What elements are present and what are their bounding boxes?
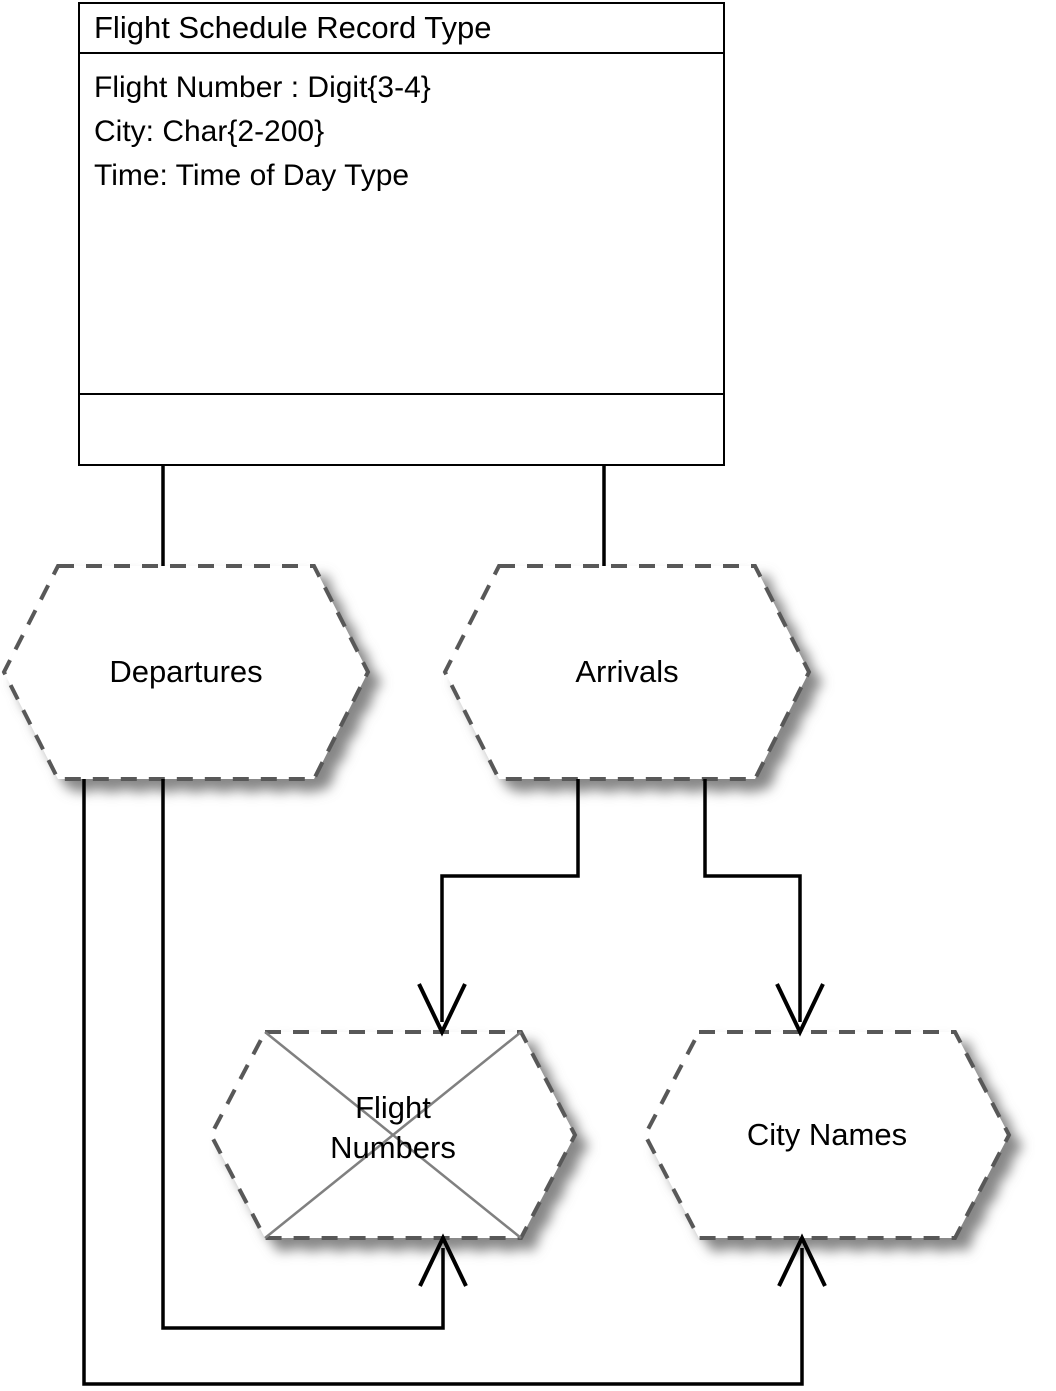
record-attribute-time: Time: Time of Day Type (94, 159, 410, 192)
hexagon-departures-outline (1, 564, 371, 781)
arrowhead-departures-to-city-names (777, 1233, 827, 1287)
record-type-box[interactable]: Flight Schedule Record Type Flight Numbe… (78, 2, 725, 466)
hexagon-flight-numbers[interactable] (208, 1030, 578, 1240)
hexagon-city-names[interactable] (642, 1030, 1012, 1240)
record-attribute-flight-number: Flight Number : Digit{3-4} (94, 71, 431, 104)
arrowhead-arrivals-to-flight-numbers (417, 983, 467, 1037)
arrowhead-arrivals-to-city-names (775, 983, 825, 1037)
record-type-operations-compartment (80, 395, 723, 464)
hexagon-city-names-outline (642, 1030, 1012, 1240)
hexagon-arrivals[interactable] (442, 564, 812, 781)
record-attribute-city: City: Char{2-200} (94, 115, 325, 148)
hexagon-departures[interactable] (1, 564, 371, 781)
edge-arrivals-to-flight-numbers (440, 779, 580, 1022)
hexagon-arrivals-outline (442, 564, 812, 781)
flight-numbers-cross-line-2 (264, 1031, 522, 1239)
edge-departures-to-flight-numbers (161, 779, 445, 1330)
edge-departures-to-city-names (82, 779, 804, 1386)
edge-arrivals-to-city-names (703, 779, 802, 1022)
arrowhead-departures-to-flight-numbers (418, 1233, 468, 1287)
record-type-attributes: Flight Number : Digit{3-4} City: Char{2-… (80, 54, 723, 395)
record-type-title: Flight Schedule Record Type (80, 4, 723, 54)
